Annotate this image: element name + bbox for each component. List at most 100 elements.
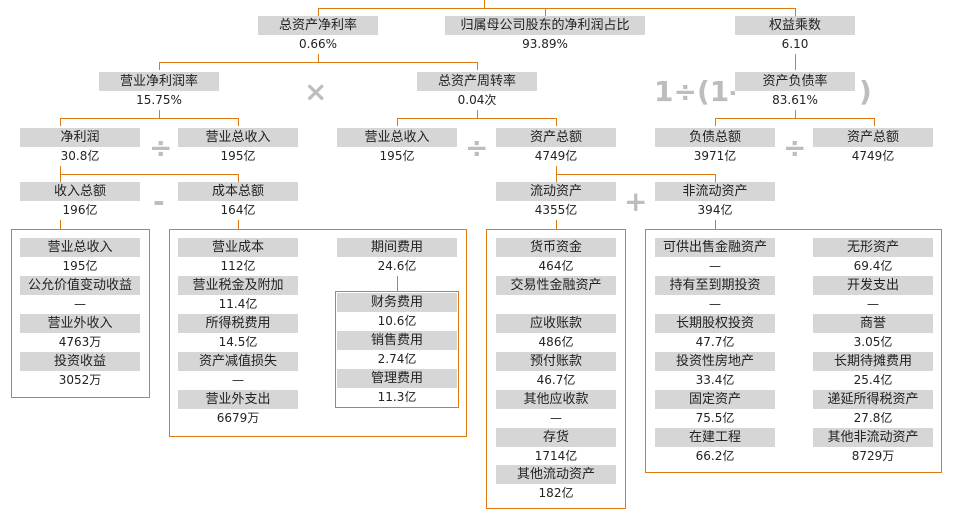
connector-line: [318, 54, 319, 62]
noncurrent-asset-item[interactable]: 无形资产 69.4亿: [813, 238, 933, 276]
current-asset-item[interactable]: 存货 1714亿: [496, 428, 616, 466]
node-label: 营业总收入: [20, 238, 140, 257]
node-value: 25.4亿: [813, 371, 933, 390]
cost-breakdown-group: [169, 229, 467, 437]
node-label: 开发支出: [813, 276, 933, 295]
noncurrent-assets-breakdown-group: [645, 229, 942, 473]
node-label: 营业外支出: [178, 390, 298, 409]
parent-profit-ratio-node[interactable]: 归属母公司股东的净利润占比 93.89%: [445, 16, 645, 54]
node-value: 196亿: [20, 201, 140, 220]
debt-ratio-node[interactable]: 资产负债率 83.61%: [735, 72, 855, 110]
connector-line: [477, 62, 478, 70]
net-margin-node[interactable]: 营业净利润率 15.75%: [99, 72, 219, 110]
connector-line: [874, 118, 875, 126]
net-profit-node[interactable]: 净利润 30.8亿: [20, 128, 140, 166]
times-operator: ×: [304, 75, 328, 108]
current-assets-node[interactable]: 流动资产 4355亿: [496, 182, 616, 220]
connector-line: [715, 118, 874, 119]
node-value: 24.6亿: [337, 257, 457, 276]
total-cost-node[interactable]: 成本总额 164亿: [178, 182, 298, 220]
plus-operator: +: [624, 185, 648, 218]
current-asset-item[interactable]: 交易性金融资产: [496, 276, 616, 314]
equity-multiplier-node[interactable]: 权益乘数 6.10: [735, 16, 855, 54]
node-label: 可供出售金融资产: [655, 238, 775, 257]
period-expense-node[interactable]: 期间费用 24.6亿: [337, 238, 457, 276]
noncurrent-asset-item[interactable]: 固定资产 75.5亿: [655, 390, 775, 428]
connector-line: [159, 110, 160, 118]
node-label: 非流动资产: [655, 182, 775, 201]
node-label: 总资产周转率: [417, 72, 537, 91]
node-label: 在建工程: [655, 428, 775, 447]
current-asset-item[interactable]: 应收账款 486亿: [496, 314, 616, 352]
node-value: 30.8亿: [20, 147, 140, 166]
node-value: 83.61%: [735, 91, 855, 110]
noncurrent-asset-item[interactable]: 商誉 3.05亿: [813, 314, 933, 352]
noncurrent-asset-item[interactable]: 长期待摊费用 25.4亿: [813, 352, 933, 390]
income-item[interactable]: 营业总收入 195亿: [20, 238, 140, 276]
node-label: 资产减值损失: [178, 352, 298, 371]
income-item[interactable]: 公允价值变动收益 —: [20, 276, 140, 314]
node-label: 净利润: [20, 128, 140, 147]
node-label: 归属母公司股东的净利润占比: [445, 16, 645, 35]
noncurrent-asset-item[interactable]: 长期股权投资 47.7亿: [655, 314, 775, 352]
total-liabilities-node[interactable]: 负债总额 3971亿: [655, 128, 775, 166]
connector-line: [397, 118, 556, 119]
noncurrent-asset-item[interactable]: 持有至到期投资 —: [655, 276, 775, 314]
cost-item[interactable]: 营业税金及附加 11.4亿: [178, 276, 298, 314]
noncurrent-asset-item[interactable]: 可供出售金融资产 —: [655, 238, 775, 276]
node-label: 交易性金融资产: [496, 276, 616, 295]
node-value: 486亿: [496, 333, 616, 352]
cost-item[interactable]: 营业外支出 6679万: [178, 390, 298, 428]
expense-item[interactable]: 管理费用 11.3亿: [337, 369, 457, 407]
current-asset-item[interactable]: 货币资金 464亿: [496, 238, 616, 276]
connector-line: [477, 110, 478, 118]
income-item[interactable]: 投资收益 3052万: [20, 352, 140, 390]
node-label: 成本总额: [178, 182, 298, 201]
asset-turnover-node[interactable]: 总资产周转率 0.04次: [417, 72, 537, 110]
current-asset-item[interactable]: 其他应收款 —: [496, 390, 616, 428]
node-label: 流动资产: [496, 182, 616, 201]
node-label: 投资性房地产: [655, 352, 775, 371]
node-label: 所得税费用: [178, 314, 298, 333]
node-label: 应收账款: [496, 314, 616, 333]
node-label: 负债总额: [655, 128, 775, 147]
noncurrent-assets-node[interactable]: 非流动资产 394亿: [655, 182, 775, 220]
income-item[interactable]: 营业外收入 4763万: [20, 314, 140, 352]
total-income-node[interactable]: 收入总额 196亿: [20, 182, 140, 220]
current-asset-item[interactable]: 其他流动资产 182亿: [496, 465, 616, 503]
revenue-node[interactable]: 营业总收入 195亿: [178, 128, 298, 166]
cost-item[interactable]: 营业成本 112亿: [178, 238, 298, 276]
revenue-node[interactable]: 营业总收入 195亿: [337, 128, 457, 166]
period-expense-breakdown-group: [335, 291, 459, 408]
node-value: 182亿: [496, 484, 616, 503]
connector-line: [556, 174, 715, 175]
connector-line: [545, 8, 546, 16]
expense-item[interactable]: 财务费用 10.6亿: [337, 293, 457, 331]
node-value: —: [655, 257, 775, 276]
roa-node[interactable]: 总资产净利率 0.66%: [258, 16, 378, 54]
noncurrent-asset-item[interactable]: 递延所得税资产 27.8亿: [813, 390, 933, 428]
total-assets-node[interactable]: 资产总额 4749亿: [496, 128, 616, 166]
total-assets-node[interactable]: 资产总额 4749亿: [813, 128, 933, 166]
node-value: 33.4亿: [655, 371, 775, 390]
current-asset-item[interactable]: 预付账款 46.7亿: [496, 352, 616, 390]
connector-line: [60, 118, 238, 119]
expense-item[interactable]: 销售费用 2.74亿: [337, 331, 457, 369]
node-value: 15.75%: [99, 91, 219, 110]
node-value: 93.89%: [445, 35, 645, 54]
connector-line: [318, 8, 795, 9]
noncurrent-asset-item[interactable]: 投资性房地产 33.4亿: [655, 352, 775, 390]
node-label: 货币资金: [496, 238, 616, 257]
node-value: 69.4亿: [813, 257, 933, 276]
connector-line: [60, 166, 61, 174]
noncurrent-asset-item[interactable]: 开发支出 —: [813, 276, 933, 314]
cost-item[interactable]: 资产减值损失 —: [178, 352, 298, 390]
node-label: 商誉: [813, 314, 933, 333]
node-value: 4763万: [20, 333, 140, 352]
noncurrent-asset-item[interactable]: 在建工程 66.2亿: [655, 428, 775, 466]
node-label: 营业成本: [178, 238, 298, 257]
noncurrent-asset-item[interactable]: 其他非流动资产 8729万: [813, 428, 933, 466]
cost-item[interactable]: 所得税费用 14.5亿: [178, 314, 298, 352]
node-value: 75.5亿: [655, 409, 775, 428]
node-value: 0.66%: [258, 35, 378, 54]
